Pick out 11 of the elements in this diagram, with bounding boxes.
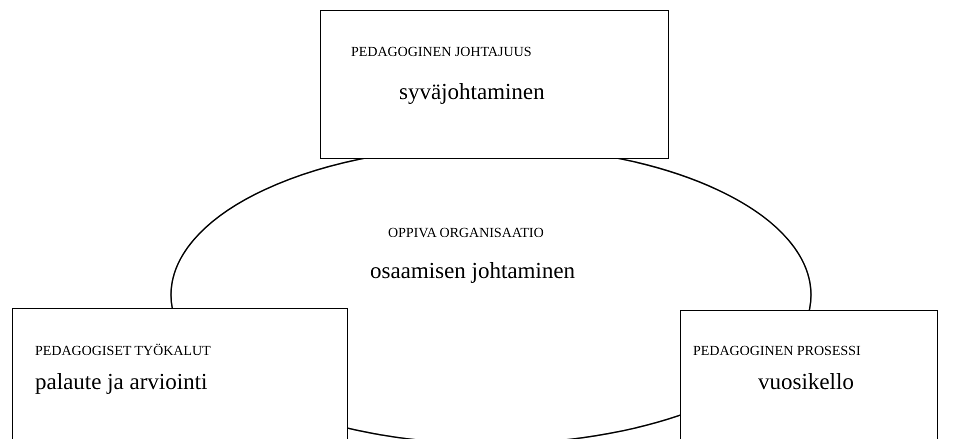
heading: PEDAGOGINEN PROSESSI <box>693 344 861 360</box>
subtitle: palaute ja arviointi <box>35 369 208 395</box>
heading: PEDAGOGINEN JOHTAJUUS <box>351 45 532 61</box>
subtitle: osaamisen johtaminen <box>370 258 576 284</box>
heading: OPPIVA ORGANISAATIO <box>388 226 544 242</box>
text-box <box>320 10 669 159</box>
subtitle: vuosikello <box>758 369 854 395</box>
subtitle: syväjohtaminen <box>399 79 545 105</box>
heading: PEDAGOGISET TYÖKALUT <box>35 344 211 360</box>
text-box <box>12 308 348 439</box>
text-box <box>680 310 938 439</box>
